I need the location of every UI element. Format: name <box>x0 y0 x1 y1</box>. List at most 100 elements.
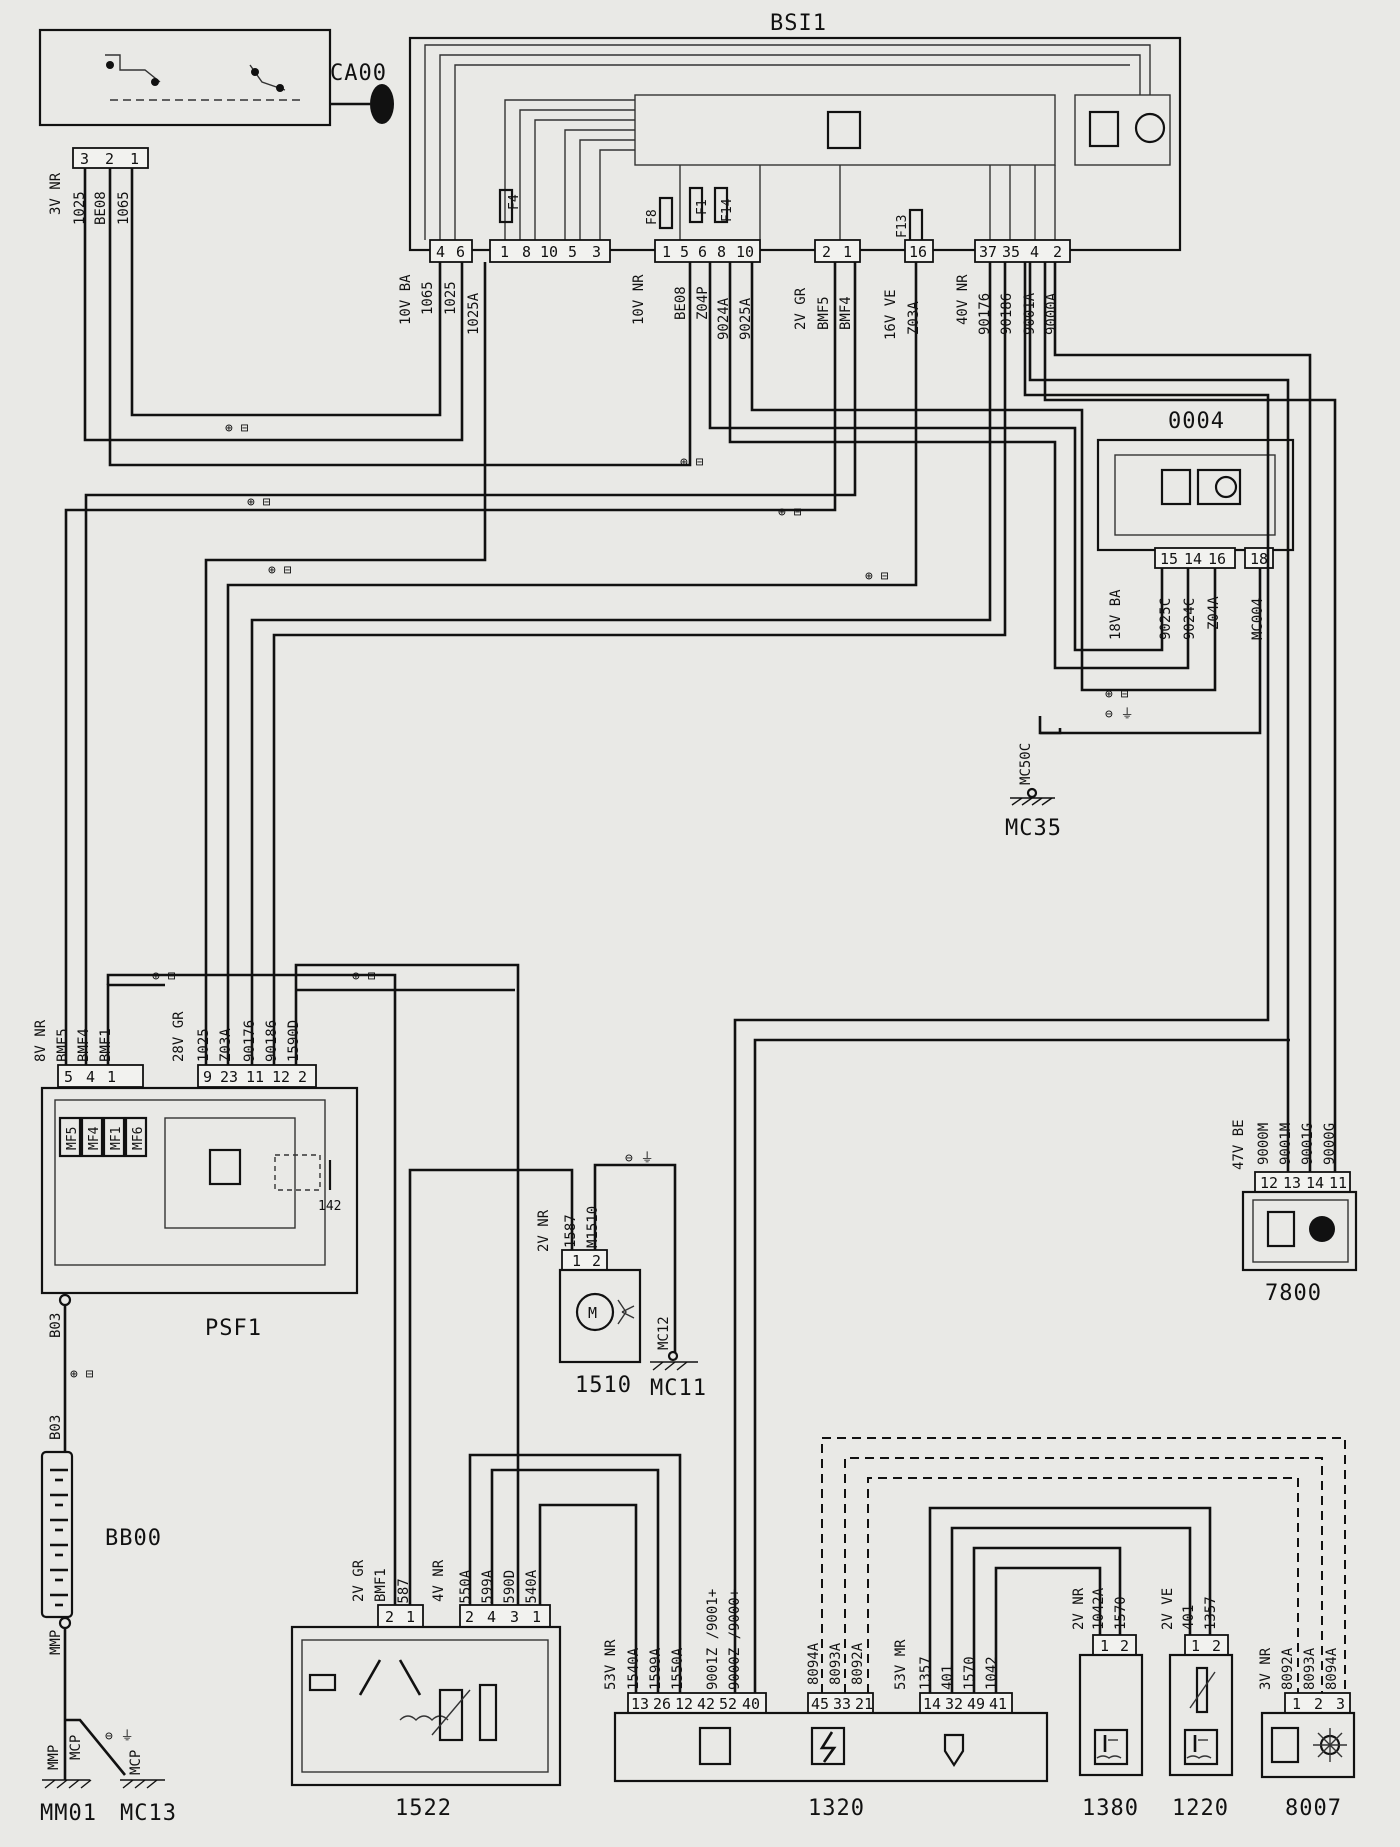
c8007-wire: 8092A <box>1280 1647 1296 1690</box>
c1522-pin: 2 <box>465 1608 474 1626</box>
psf1-wire: 90176 <box>242 1020 258 1062</box>
c1320-pin: 49 <box>967 1695 985 1713</box>
mm01-label: MM01 <box>40 1801 97 1826</box>
c1320-wire: 1042 <box>984 1656 1000 1690</box>
c1320-pin: 14 <box>923 1695 941 1713</box>
ca00-wire: 1065 <box>116 191 132 225</box>
bb00-wire-bottom: MMP <box>48 1630 64 1655</box>
ground-mc13: MCP MCP MC13 <box>68 1735 176 1826</box>
bsi1-pin: 8 <box>522 243 531 261</box>
bsi1-pin: 10 <box>540 243 558 261</box>
c1522-connector: 2V GR <box>351 1559 367 1602</box>
bsi1-wire: Z03A <box>906 301 922 335</box>
c1380-pin: 1 <box>1100 1637 1109 1655</box>
bsi1-pin: 5 <box>568 243 577 261</box>
psf1-wire: BMF1 <box>98 1028 114 1062</box>
c1320-wire: 1357 <box>918 1656 934 1690</box>
c1320-pin: 32 <box>945 1695 963 1713</box>
c7800-pin: 14 <box>1306 1174 1324 1192</box>
c8007-pin: 3 <box>1336 1695 1345 1713</box>
psf1-pin: 4 <box>86 1068 95 1086</box>
c1522-wire: 1587 <box>396 1578 412 1612</box>
bsi1-wire: BMF4 <box>838 296 854 330</box>
bsi1-pin: 1 <box>843 243 852 261</box>
component-1510: 2V NR 1587 M1510 1 2 M 1510 <box>536 1206 642 1398</box>
psf1-wire: BMF4 <box>76 1028 92 1062</box>
bsi1-wire: BE08 <box>673 286 689 320</box>
ecu-chip-icon <box>208 1148 242 1186</box>
psf1-fuse-label: MF4 <box>87 1126 102 1150</box>
c1320-pin: 45 <box>811 1695 829 1713</box>
c1380-pin: 2 <box>1120 1637 1129 1655</box>
c1522-wire: 1590D <box>502 1570 518 1612</box>
ecu-chip-icon <box>1160 468 1192 506</box>
bsi1-label: BSI1 <box>770 11 827 36</box>
bb00-wire-top: B03 <box>48 1415 64 1440</box>
c1320-pin: 41 <box>989 1695 1007 1713</box>
ca00-pin: 1 <box>130 150 139 168</box>
c1522-label: 1522 <box>395 1796 452 1821</box>
c1522-pin: 2 <box>385 1608 394 1626</box>
c1320-label: 1320 <box>808 1796 865 1821</box>
c1522-connector: 4V NR <box>431 1559 447 1602</box>
c0004-wire: 9024C <box>1182 598 1198 640</box>
psf1-wire: BMF5 <box>55 1028 71 1062</box>
c8007-wire: 8093A <box>1302 1647 1318 1690</box>
c7800-label: 7800 <box>1265 1281 1322 1306</box>
ca00-label: CA00 <box>330 61 387 86</box>
c1320-wire: 1570 <box>962 1656 978 1690</box>
c7800-wire: 9000M <box>1256 1123 1272 1165</box>
fuse-label: F8 <box>645 209 660 225</box>
plus-battery-symbol: ⊕ ⊟ <box>778 505 801 520</box>
bsi1-pin: 37 <box>979 243 997 261</box>
c1320-connector: 53V NR <box>603 1639 619 1690</box>
ca00-pin: 3 <box>80 150 89 168</box>
bsi1-wire: Z04P <box>695 286 711 320</box>
plus-battery-symbol: ⊕ ⊟ <box>352 969 375 984</box>
psf1-out-wire: B03 <box>48 1313 64 1338</box>
bsi1-pin: 6 <box>456 243 465 261</box>
c0004-label: 0004 <box>1168 409 1225 434</box>
c8007-wire: 8094A <box>1324 1647 1340 1690</box>
fuse-label: F1 <box>695 199 710 215</box>
minus-ground-symbol: ⊖ ⏚ <box>105 1729 134 1744</box>
component-1522: 2V GR BMF1 1587 4V NR 1550A 1599A 1590D … <box>290 1559 562 1821</box>
ca00-pin: 2 <box>105 150 114 168</box>
ecu-chip-icon <box>698 1726 732 1766</box>
c0004-wire: 9025C <box>1158 598 1174 640</box>
c1320-wire: 8093A <box>828 1642 844 1685</box>
c1320-wire: 8092A <box>850 1642 866 1685</box>
component-0004: 0004 15 14 16 18 18V BA 9025C 9024C Z04A… <box>1096 409 1295 640</box>
psf1-pin: 1 <box>107 1068 116 1086</box>
ca00-connector: 3V NR <box>48 172 64 215</box>
bsi1-pin: 3 <box>592 243 601 261</box>
component-1320: 53V NR 1540A 1599A 1550A 9001Z /9001+ 90… <box>603 1589 1049 1821</box>
component-ca00: CA00 3 2 1 3V NR 1025 BE08 1065 <box>38 28 394 225</box>
mc11-label: MC11 <box>650 1376 707 1401</box>
mc35-label: MC35 <box>1005 816 1062 841</box>
c1522-wire: 1540A <box>524 1569 540 1612</box>
plus-battery-symbol: ⊕ ⊟ <box>225 421 248 436</box>
component-8007: 3V NR 8092A 8093A 8094A 1 2 3 8007 <box>1258 1647 1356 1821</box>
wire-harness <box>63 168 1346 1780</box>
c1320-wire: 1550A <box>670 1647 686 1690</box>
psf1-connector: 8V NR <box>33 1019 49 1062</box>
c1380-connector: 2V NR <box>1071 1587 1087 1630</box>
c8007-pin: 2 <box>1314 1695 1323 1713</box>
minus-ground-symbol: ⊖ ⏚ <box>1105 707 1134 722</box>
mm01-wire: MMP <box>46 1745 62 1770</box>
coolant-temp-icon <box>1093 1728 1129 1766</box>
c1220-pin: 1 <box>1191 1637 1200 1655</box>
c0004-pin: 15 <box>1160 550 1178 568</box>
c1522-pin: 1 <box>406 1608 415 1626</box>
ca00-wire: BE08 <box>93 191 109 225</box>
component-1220: 2V VE 401 1357 1 2 1220 <box>1160 1588 1234 1821</box>
c1320-pin: 13 <box>631 1695 649 1713</box>
plus-battery-symbol: ⊕ ⊟ <box>152 969 175 984</box>
c8007-label: 8007 <box>1285 1796 1342 1821</box>
bsi1-pin: 2 <box>1053 243 1062 261</box>
plus-battery-symbol: ⊕ ⊟ <box>865 569 888 584</box>
fuse-label: F14 <box>720 198 735 222</box>
fan-icon <box>617 1299 635 1325</box>
psf1-pin: 9 <box>203 1068 212 1086</box>
